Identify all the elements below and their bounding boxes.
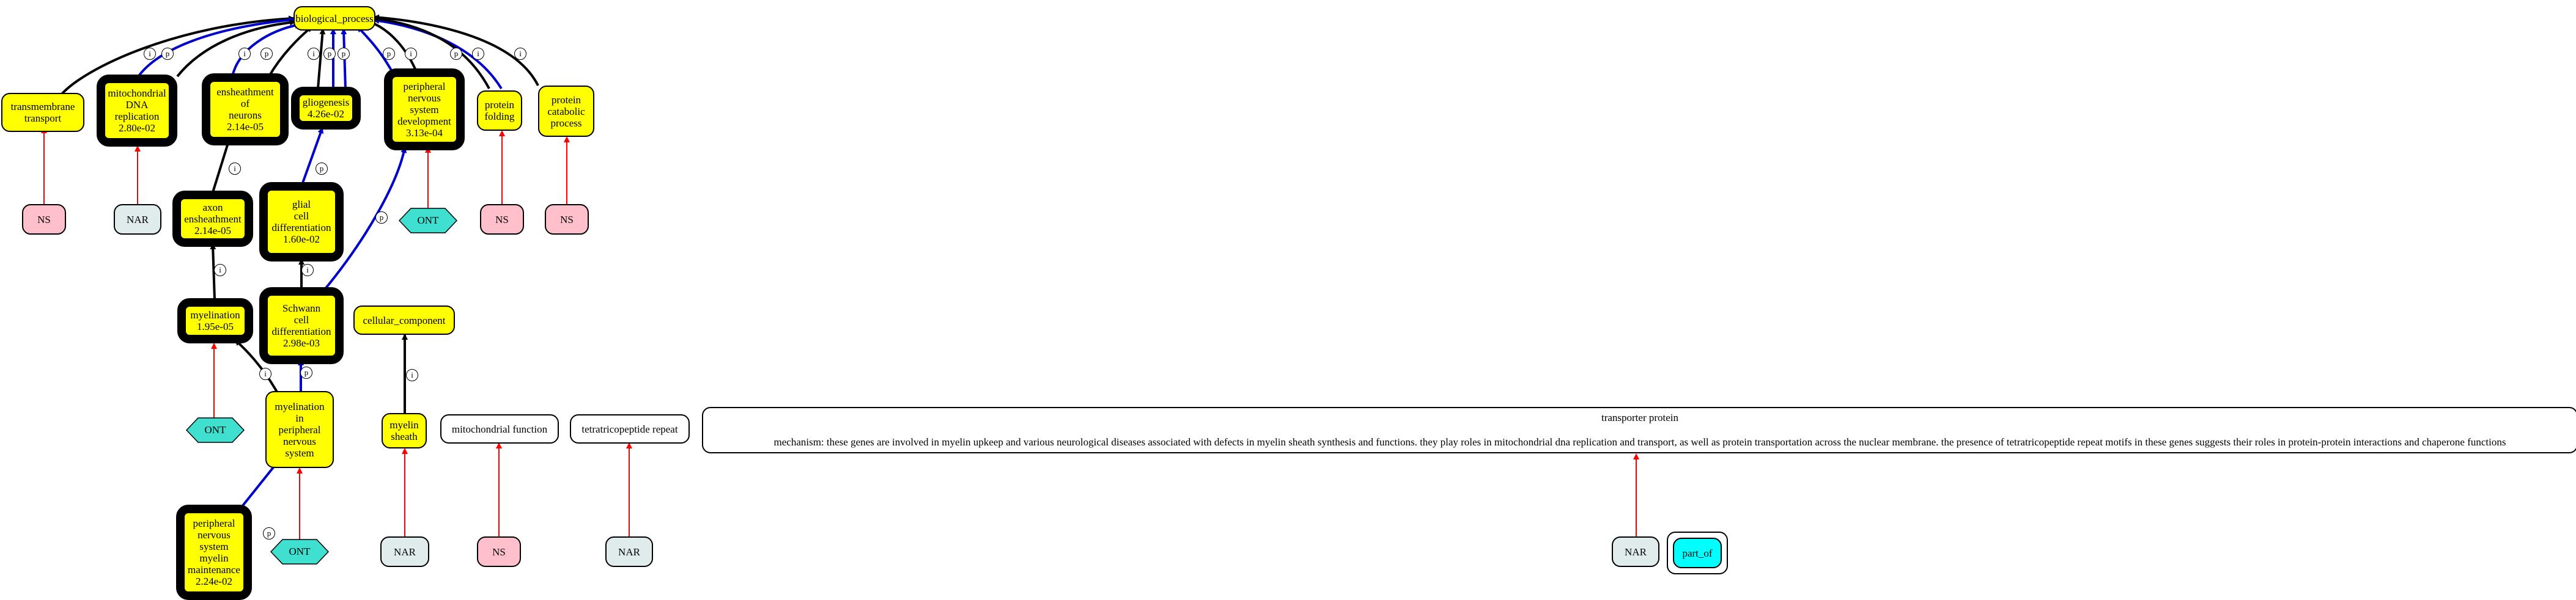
node-nar[interactable]: NAR [114, 204, 161, 235]
edge-label-partof: p [323, 48, 336, 60]
mechanism-text: mechanism: these genes are involved in m… [773, 436, 2506, 448]
edge-label-partof: p [375, 211, 388, 224]
node-protein-folding[interactable]: protein folding [477, 90, 522, 131]
node-ns[interactable]: NS [480, 204, 524, 235]
edge-label-partof: p [260, 48, 273, 60]
edge-label-isa: i [405, 48, 417, 60]
node-transmembrane-transport[interactable]: transmembrane transport [1, 93, 84, 132]
edge-label-isa: i [406, 369, 418, 381]
edge-mito-dna-isa [176, 19, 296, 78]
node-axon-ensheathment[interactable]: axon ensheathment 2.14e-05 [172, 191, 253, 247]
edge-gliogenesis-isa [317, 28, 326, 89]
node-mitochondrial-function[interactable]: mitochondrial function [440, 414, 559, 444]
edge-label-partof: p [383, 48, 395, 60]
node-nar[interactable]: NAR [1612, 536, 1659, 567]
edge-label-isa: i [229, 163, 241, 175]
node-ns[interactable]: NS [545, 204, 589, 235]
node-glial-cell-differentiation[interactable]: glial cell differentiation 1.60e-02 [259, 182, 344, 262]
node-ont-label: ONT [289, 546, 311, 557]
node-ont[interactable]: ONT [186, 417, 245, 443]
edge-label-isa: i [514, 48, 526, 60]
edge-label-partof: p [450, 48, 462, 60]
legend: part_of [1667, 532, 1728, 574]
node-gliogenesis[interactable]: gliogenesis 4.26e-02 [291, 87, 361, 130]
edge-protein-catabolic-isa [373, 14, 539, 86]
edge-label-isa: i [308, 48, 320, 60]
node-ont-label: ONT [204, 424, 226, 436]
node-ns[interactable]: NS [477, 536, 521, 567]
node-myelin-sheath[interactable]: myelin sheath [382, 413, 427, 448]
edge-label-isa: i [144, 48, 156, 60]
edge-label-partof: p [338, 48, 350, 60]
edge-pnsmaint-mpns-partof [240, 460, 279, 508]
edge-protein-folding-isa [373, 16, 490, 89]
node-ont-label: ONT [417, 214, 439, 226]
edge-label-partof: p [300, 367, 312, 379]
node-protein-catabolic-process[interactable]: protein catabolic process [538, 86, 594, 137]
edge-label-partof: p [263, 527, 275, 540]
edge-myelination-axon-isa [210, 243, 216, 300]
edge-label-isa: i [301, 264, 314, 276]
node-myelination[interactable]: myelination 1.95e-05 [177, 298, 253, 343]
edge-label-isa: i [472, 48, 484, 60]
node-cellular-component[interactable]: cellular_component [353, 305, 455, 335]
node-pns-myelin-maintenance[interactable]: peripheral nervous system myelin mainten… [176, 505, 252, 600]
node-ont[interactable]: ONT [399, 208, 457, 233]
node-mitochondrial-dna-replication[interactable]: mitochondrial DNA replication 2.80e-02 [97, 75, 177, 147]
edge-label-isa: i [238, 48, 251, 60]
edge-pns-dev-isa [369, 21, 417, 71]
node-tetratricopeptide-repeat[interactable]: tetratricopeptide repeat [570, 414, 690, 444]
node-schwann-cell-differentiation[interactable]: Schwann cell differentiation 2.98e-03 [259, 287, 344, 364]
edge-mito-dna-partof [133, 16, 295, 83]
mechanism-box: transporter protein mechanism: these gen… [702, 407, 2576, 453]
node-pns-development[interactable]: peripheral nervous system development 3.… [384, 68, 465, 150]
edge-ensheathment-isa [268, 26, 313, 77]
mechanism-title: transporter protein [1601, 412, 1679, 423]
edge-label-partof: p [316, 163, 328, 175]
node-ont[interactable]: ONT [270, 539, 329, 565]
node-ensheathment-of-neurons[interactable]: ensheathment of neurons 2.14e-05 [202, 73, 289, 145]
node-myelination-in-pns[interactable]: myelination in peripheral nervous system [265, 391, 334, 468]
edge-ensheathment-partof [231, 22, 301, 77]
node-nar[interactable]: NAR [380, 536, 429, 567]
node-biological-process[interactable]: biological_process [293, 6, 375, 31]
edge-label-isa: i [214, 264, 226, 276]
node-nar[interactable]: NAR [605, 536, 653, 567]
edge-glial-pns-partof [300, 127, 324, 187]
legend-part-of: part_of [1673, 538, 1722, 568]
edge-transmembrane-isa [60, 15, 295, 96]
edge-label-partof: p [161, 48, 174, 60]
edge-protein-folding-partof [373, 18, 503, 90]
edge-label-isa: i [259, 368, 271, 380]
node-ns[interactable]: NS [22, 204, 66, 235]
